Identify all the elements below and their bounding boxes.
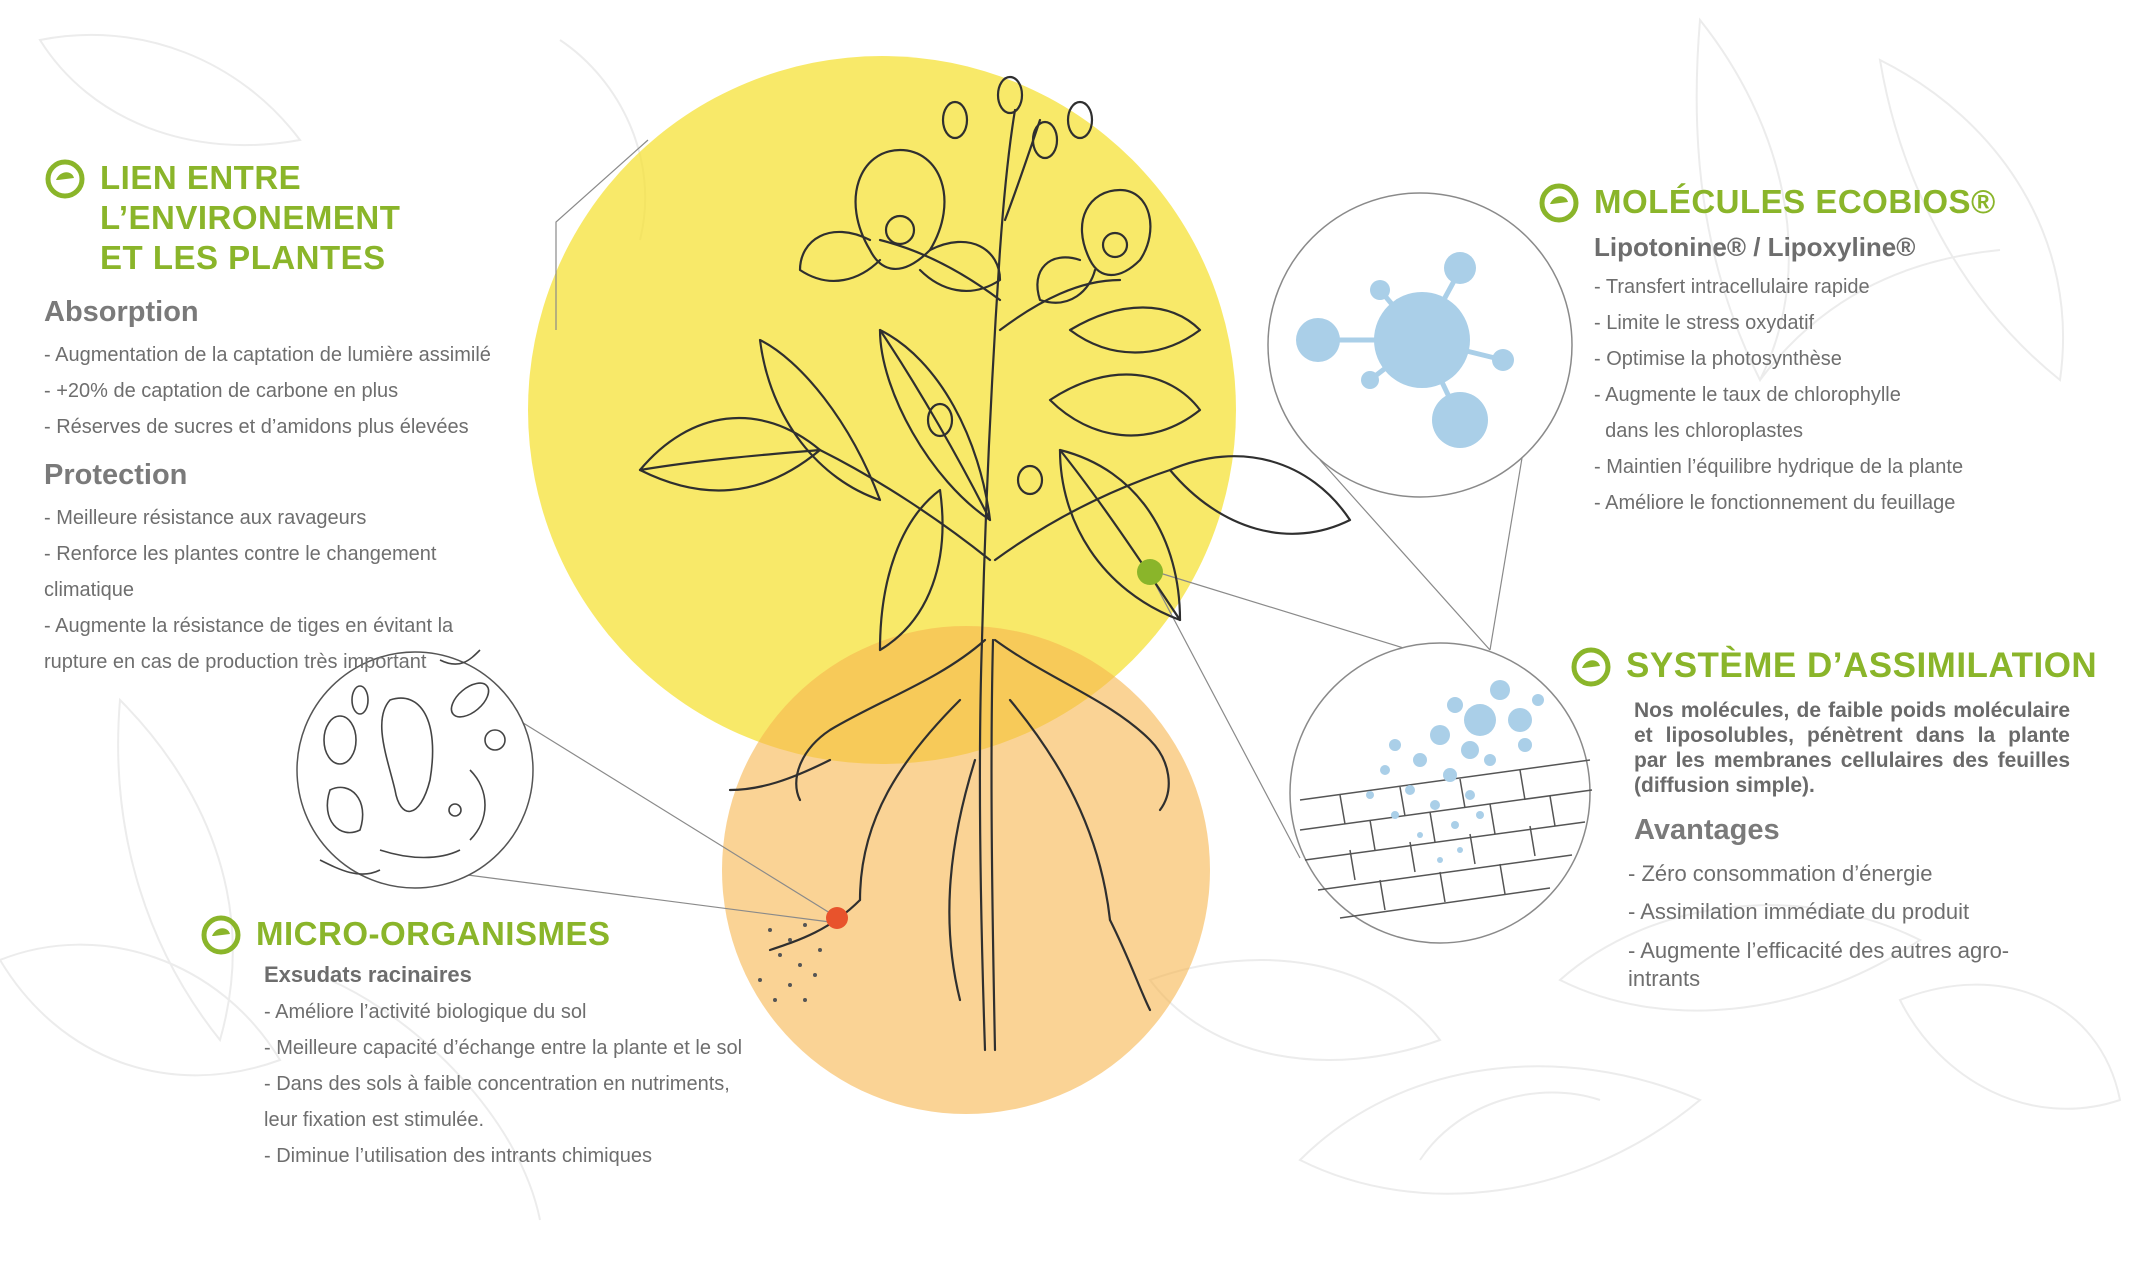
list-item: dans les chloroplastes: [1594, 420, 1804, 442]
list-item: - Transfert intracellulaire rapide: [1594, 276, 1870, 298]
list-item: - Améliore l’activité biologique du sol: [264, 1001, 587, 1023]
ecobios-logo-icon: [201, 915, 241, 955]
leader-line-molecule: [1319, 459, 1491, 651]
molecule-icon: [1267, 192, 1573, 498]
ecobios-logo-icon: [1571, 647, 1611, 687]
section-micro: MICRO-ORGANISMES Exsudats racinaires - A…: [200, 914, 800, 1174]
molecules-subtitle: Lipotonine® / Lipoxyline®: [1594, 232, 1916, 262]
section-molecules-title: MOLÉCULES ECOBIOS®: [1594, 183, 1996, 220]
absorption-list: - Augmentation de la captation de lumièr…: [44, 337, 604, 445]
list-item: - Diminue l’utilisation des intrants chi…: [264, 1145, 652, 1167]
section-assimilation: SYSTÈME D’ASSIMILATION Nos molécules, de…: [1570, 646, 2100, 993]
ecobios-logo-icon: [1539, 183, 1579, 223]
molecules-list: - Transfert intracellulaire rapide - Lim…: [1594, 269, 1998, 521]
list-item: - Zéro consommation d’énergie: [1628, 861, 1933, 886]
yellow-circle: [528, 56, 1236, 764]
cell-wall-icon: [1289, 642, 1593, 944]
section-assimilation-heading: SYSTÈME D’ASSIMILATION: [1570, 646, 2100, 688]
leader-line-assimilation: [1149, 569, 1411, 651]
section-micro-title: MICRO-ORGANISMES: [256, 915, 611, 952]
micro-list: - Améliore l’activité biologique du sol …: [264, 994, 800, 1174]
list-item: - Augmentation de la captation de lumièr…: [44, 344, 491, 366]
list-item: - Maintien l’équilibre hydrique de la pl…: [1594, 456, 1964, 478]
section-molecules-heading: MOLÉCULES ECOBIOS®: [1538, 182, 1998, 224]
section-micro-heading: MICRO-ORGANISMES: [200, 914, 800, 956]
section-assimilation-title: SYSTÈME D’ASSIMILATION: [1626, 646, 2098, 685]
list-item: - Augmente l’efficacité des autres agro-…: [1628, 938, 2010, 991]
protection-title: Protection: [44, 459, 188, 491]
red-marker: [826, 907, 848, 929]
soil-particles: [758, 923, 822, 1002]
absorption-title: Absorption: [44, 296, 199, 328]
leader-line-assimilation-2: [1149, 573, 1301, 859]
list-item: - Optimise la photosynthèse: [1594, 348, 1842, 370]
green-marker: [1137, 559, 1163, 585]
section-environment-title: LIEN ENTRE L’ENVIRONEMENT ET LES PLANTES: [100, 159, 401, 276]
assimilation-paragraph: Nos molécules, de faible poids moléculai…: [1634, 699, 2070, 797]
microorganisms-icon: [296, 649, 534, 889]
list-item: - Limite le stress oxydatif: [1594, 312, 1815, 334]
list-item: leur fixation est stimulée.: [264, 1109, 485, 1131]
advantages-title: Avantages: [1634, 814, 1780, 846]
section-molecules: MOLÉCULES ECOBIOS® Lipotonine® / Lipoxyl…: [1538, 182, 1998, 521]
list-item: - Meilleure capacité d’échange entre la …: [264, 1037, 743, 1059]
list-item: - Augmente la résistance de tiges en évi…: [44, 615, 454, 673]
list-item: - Réserves de sucres et d’amidons plus é…: [44, 416, 469, 438]
ecobios-logo-icon: [45, 159, 85, 199]
leader-line-environment: [555, 139, 649, 330]
list-item: - Améliore le fonctionnement du feuillag…: [1594, 492, 1956, 514]
orange-circle: [722, 626, 1210, 1114]
protection-list: - Meilleure résistance aux ravageurs - R…: [44, 500, 494, 680]
leader-line-micro: [469, 689, 839, 919]
list-item: - Dans des sols à faible concentration e…: [264, 1073, 730, 1095]
section-environment: LIEN ENTRE L’ENVIRONEMENT ET LES PLANTES…: [44, 158, 604, 680]
plant-illustration: [638, 75, 1352, 1052]
list-item: - Meilleure résistance aux ravageurs: [44, 507, 367, 529]
list-item: - +20% de captation de carbone en plus: [44, 380, 399, 402]
list-item: - Augmente le taux de chlorophylle: [1594, 384, 1901, 406]
list-item: - Assimilation immédiate du produit: [1628, 899, 1970, 924]
advantages-list: - Zéro consommation d’énergie - Assimila…: [1628, 855, 2048, 993]
section-environment-heading: LIEN ENTRE L’ENVIRONEMENT ET LES PLANTES: [44, 158, 604, 278]
list-item: - Renforce les plantes contre le changem…: [44, 543, 437, 601]
micro-subtitle: Exsudats racinaires: [264, 962, 472, 987]
